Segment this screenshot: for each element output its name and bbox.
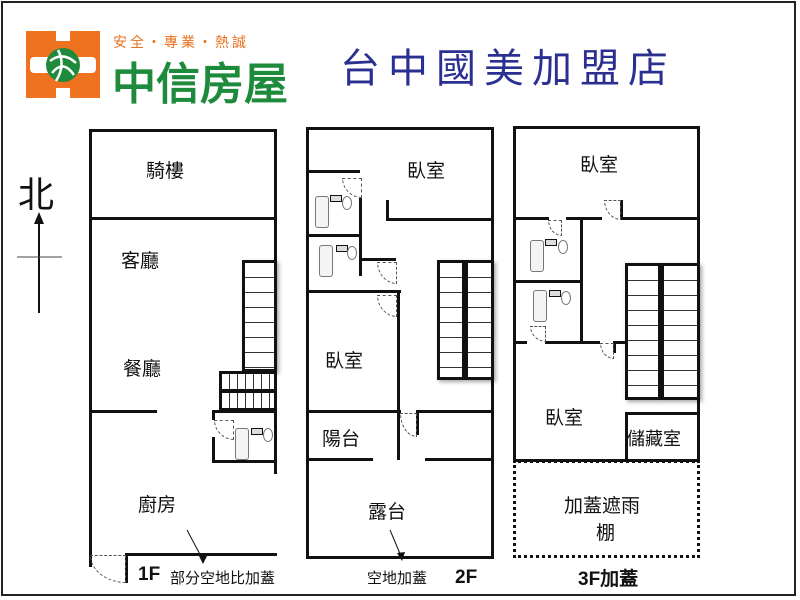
pointer-arrow-icon	[186, 529, 207, 564]
compass-label: 北	[18, 175, 55, 216]
room-label: 露台	[368, 501, 407, 523]
room-label: 餐廳	[123, 358, 162, 380]
room-label: 儲藏室	[627, 429, 681, 450]
staircase	[242, 260, 277, 372]
floor-note: 空地加蓋	[367, 569, 428, 587]
toilet-icon	[561, 291, 571, 305]
bathtub-icon	[533, 290, 547, 322]
bathtub-icon	[315, 196, 329, 228]
room-label: 棚	[596, 522, 616, 544]
room-label: 臥室	[407, 160, 446, 182]
toilet-tank-icon	[251, 428, 263, 435]
floor-caption: 2F	[455, 567, 478, 588]
staircase	[661, 263, 700, 400]
toilet-tank-icon	[330, 195, 342, 202]
room-label: 臥室	[545, 407, 584, 429]
room-label: 客廳	[121, 250, 160, 272]
room-label: 臥室	[325, 350, 364, 372]
logo-brand-name: 中信房屋	[112, 59, 288, 110]
floor-note: 部分空地比加蓋	[170, 569, 276, 587]
north-arrow-icon	[17, 212, 62, 313]
staircase	[625, 263, 661, 400]
staircase	[437, 260, 465, 380]
toilet-tank-icon	[549, 290, 561, 297]
store-name: 台中國美加盟店	[340, 46, 676, 92]
bathtub-icon	[319, 245, 333, 277]
toilet-icon	[263, 428, 273, 442]
pointer-arrow-icon	[389, 529, 405, 561]
floor-caption: 3F加蓋	[578, 569, 639, 590]
room-label: 陽台	[322, 428, 361, 450]
logo-mark	[26, 31, 100, 98]
toilet-icon	[558, 240, 568, 254]
toilet-tank-icon	[545, 239, 557, 246]
toilet-icon	[342, 196, 352, 210]
room-label: 臥室	[580, 154, 619, 176]
rain-shelter-outline	[513, 460, 700, 558]
room-label: 騎樓	[146, 160, 185, 182]
bathtub-icon	[530, 240, 544, 272]
room-label: 廚房	[138, 494, 177, 516]
room-label: 加蓋遮雨	[564, 495, 641, 517]
logo-slogan: 安全・專業・熱誠	[113, 35, 249, 51]
staircase	[465, 260, 494, 380]
globe-logo-icon	[26, 31, 100, 98]
toilet-icon	[347, 246, 357, 260]
bathtub-icon	[235, 428, 249, 460]
floor-caption: 1F	[138, 564, 161, 585]
